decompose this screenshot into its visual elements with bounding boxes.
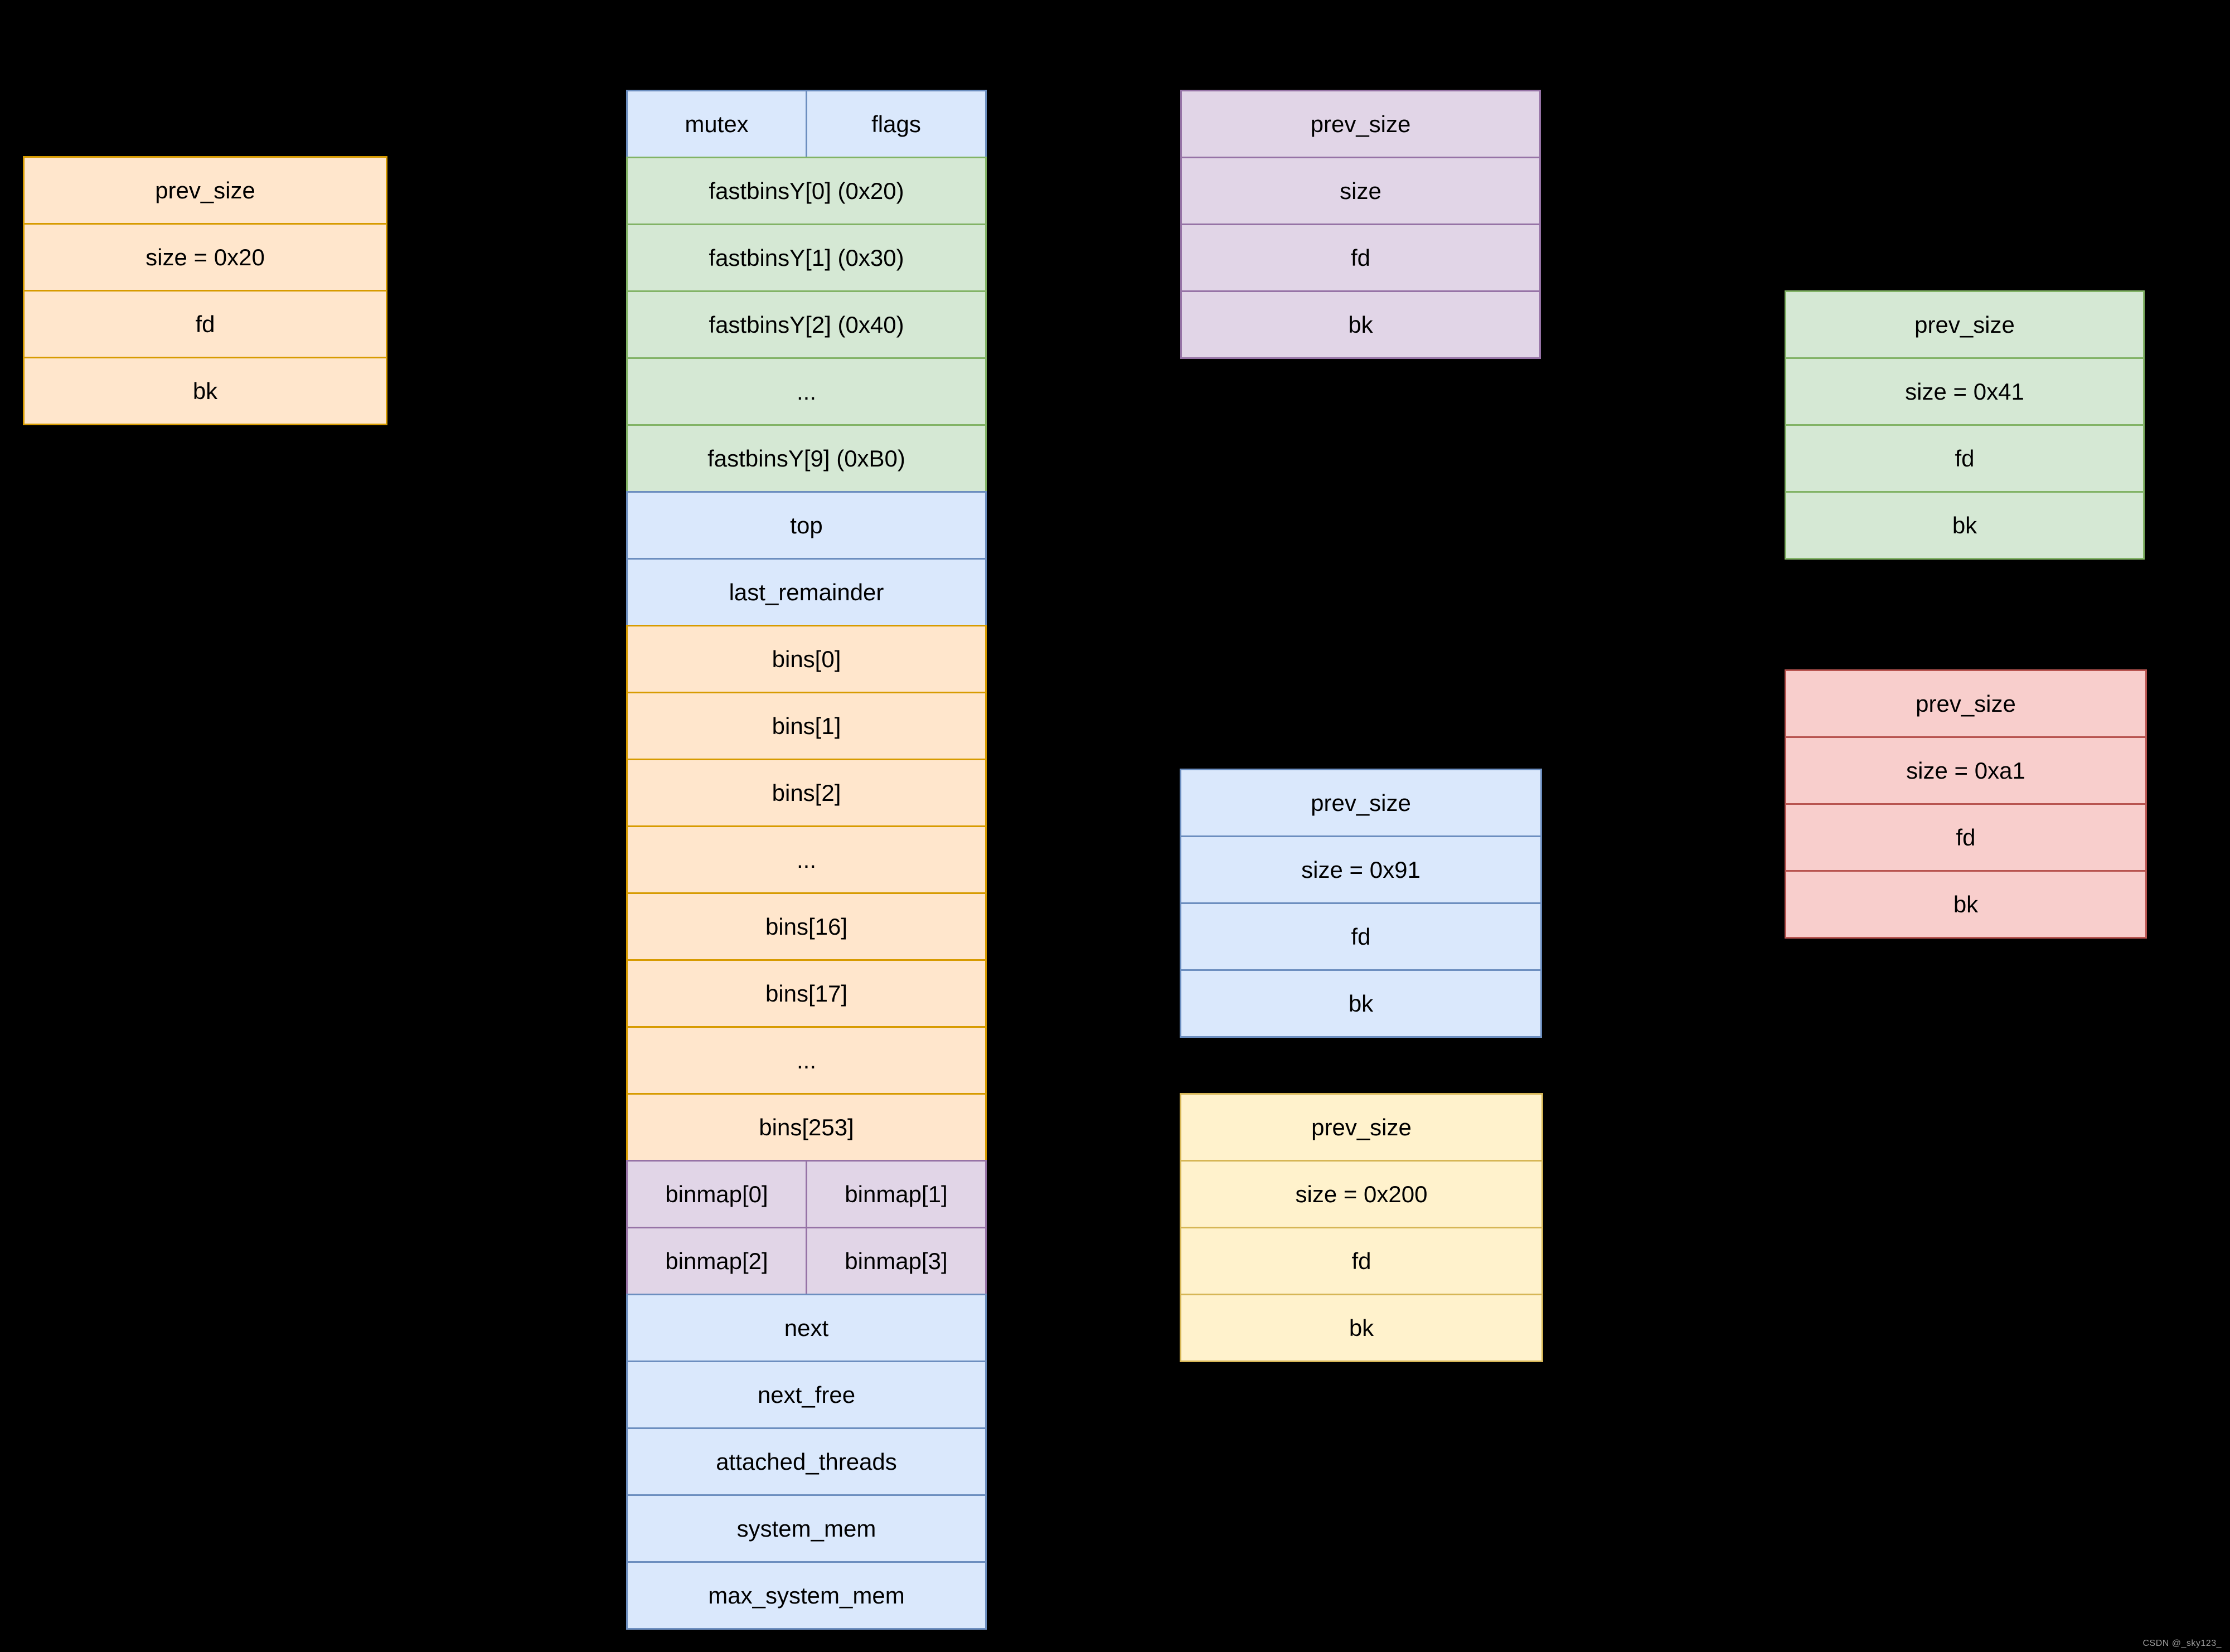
arena-field-max-system-mem: max_system_mem (626, 1561, 987, 1630)
chunk-field-bk: bk (23, 357, 387, 425)
arena-field-bin-ellipsis: ... (626, 825, 987, 894)
arena-field-fastbin: fastbinsY[2] (0x40) (626, 290, 987, 359)
arena-row-mutex-flags: mutex flags (626, 90, 987, 158)
chunk-field-size: size = 0xa1 (1785, 736, 2147, 805)
csdn-watermark: CSDN @_sky123_ (2142, 1639, 2222, 1648)
arena-field-bin: bins[1] (626, 692, 987, 760)
chunk-field-bk: bk (1180, 1294, 1543, 1362)
free-chunk-0x91-box: prev_size size = 0x91 fd bk (1180, 769, 1542, 1038)
chunk-field-prev-size: prev_size (1180, 769, 1542, 837)
free-chunk-0xa1-box: prev_size size = 0xa1 fd bk (1785, 669, 2147, 939)
arena-row-binmap-0-1: binmap[0] binmap[1] (626, 1160, 987, 1228)
arena-field-top: top (626, 491, 987, 560)
chunk-field-fd: fd (1180, 1227, 1543, 1295)
arena-row-binmap-2-3: binmap[2] binmap[3] (626, 1227, 987, 1295)
arena-field-binmap: binmap[1] (806, 1162, 985, 1227)
chunk-field-size: size = 0x20 (23, 223, 387, 291)
arena-field-fastbin: fastbinsY[0] (0x20) (626, 157, 987, 225)
arena-field-mutex: mutex (685, 110, 749, 137)
chunk-field-size: size (1180, 157, 1541, 225)
allocated-chunk-box: prev_size size fd bk (1180, 90, 1541, 359)
arena-field-binmap: binmap[2] (665, 1247, 768, 1274)
arena-field-last-remainder: last_remainder (626, 558, 987, 626)
arena-field-system-mem: system_mem (626, 1494, 987, 1563)
arena-field-flags: flags (806, 91, 985, 157)
chunk-field-fd: fd (1180, 223, 1541, 292)
arena-field-fastbin: fastbinsY[1] (0x30) (626, 223, 987, 292)
chunk-field-bk: bk (1785, 870, 2147, 939)
arena-field-binmap: binmap[3] (806, 1228, 985, 1294)
chunk-field-bk: bk (1785, 491, 2145, 560)
chunk-field-bk: bk (1180, 290, 1541, 359)
arena-field-next: next (626, 1294, 987, 1362)
chunk-field-fd: fd (23, 290, 387, 358)
arena-field-bin: bins[253] (626, 1093, 987, 1162)
arena-field-fastbin-ellipsis: ... (626, 357, 987, 426)
arena-field-bin-ellipsis: ... (626, 1026, 987, 1095)
arena-field-bin: bins[2] (626, 759, 987, 827)
chunk-field-size: size = 0x41 (1785, 357, 2145, 426)
chunk-field-prev-size: prev_size (1180, 1093, 1543, 1162)
malloc-state-struct-box: mutex flags fastbinsY[0] (0x20) fastbins… (626, 90, 987, 1630)
arena-field-binmap: binmap[0] (665, 1180, 768, 1207)
arena-field-bin: bins[17] (626, 959, 987, 1028)
chunk-field-prev-size: prev_size (1785, 290, 2145, 359)
chunk-field-prev-size: prev_size (1785, 669, 2147, 738)
chunk-field-prev-size: prev_size (23, 156, 387, 225)
arena-field-attached-threads: attached_threads (626, 1427, 987, 1496)
arena-field-fastbin: fastbinsY[9] (0xB0) (626, 424, 987, 493)
arena-field-bin: bins[0] (626, 625, 987, 693)
chunk-field-size: size = 0x91 (1180, 835, 1542, 904)
free-chunk-0x41-box: prev_size size = 0x41 fd bk (1785, 290, 2145, 560)
chunk-field-bk: bk (1180, 969, 1542, 1038)
free-chunk-0x20-box: prev_size size = 0x20 fd bk (23, 156, 387, 425)
arena-field-next-free: next_free (626, 1361, 987, 1429)
chunk-field-fd: fd (1785, 803, 2147, 872)
chunk-field-fd: fd (1785, 424, 2145, 493)
chunk-field-size: size = 0x200 (1180, 1160, 1543, 1228)
chunk-field-prev-size: prev_size (1180, 90, 1541, 158)
chunk-field-fd: fd (1180, 902, 1542, 971)
arena-field-bin: bins[16] (626, 892, 987, 961)
free-chunk-0x200-box: prev_size size = 0x200 fd bk (1180, 1093, 1543, 1362)
